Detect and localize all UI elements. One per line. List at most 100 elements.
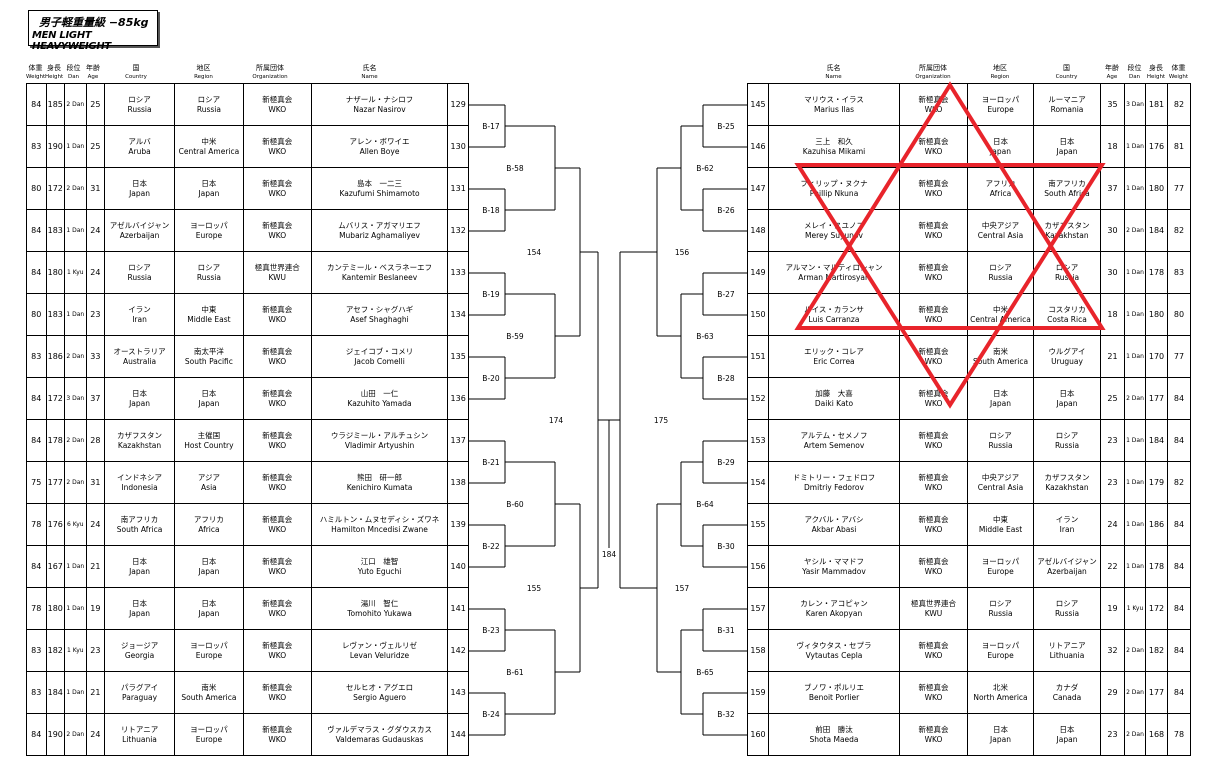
bout-number-cell: 129 <box>447 83 469 126</box>
region-cell-text: Japan <box>198 608 220 618</box>
org-cell-text: WKO <box>268 188 287 198</box>
bout-label: B-62 <box>696 164 714 173</box>
height-cell-text: 180 <box>1148 309 1165 319</box>
age-cell-text: 33 <box>90 351 101 361</box>
country-cell-text: 日本 <box>132 388 148 398</box>
name-cell-text: 前田 勝汰 <box>815 724 853 734</box>
country-cell-text: 日本 <box>132 178 148 188</box>
header-jp: 氏名 <box>362 64 377 72</box>
age-cell-text: 31 <box>90 183 101 193</box>
height-cell-text: 190 <box>47 141 63 151</box>
age-cell-text: 23 <box>90 309 101 319</box>
name-cell-text: Akbar Abasi <box>811 524 857 534</box>
height-cell-text: 182 <box>1148 645 1165 655</box>
country-cell-text: Kazakhstan <box>1045 482 1089 492</box>
region-cell-text: South America <box>181 692 237 702</box>
weight-cell-text: 84 <box>31 729 42 739</box>
country-cell-text: 南アフリカ <box>120 514 159 524</box>
weight-cell-text: 77 <box>1173 351 1185 361</box>
region-cell-text: ヨーロッパ <box>981 640 1020 650</box>
dan-cell-text: 1 Dan <box>66 310 85 318</box>
dan-cell-text: 1 Dan <box>1126 520 1144 528</box>
bout-number-cell-text: 156 <box>750 561 766 571</box>
age-cell-text: 21 <box>1107 351 1118 361</box>
bout-number-cell-text: 129 <box>450 99 466 109</box>
dan-cell: 2 Dan <box>64 167 87 210</box>
header-en: Organization <box>252 74 288 80</box>
weight-cell: 82 <box>1167 209 1191 252</box>
name-cell-text: Kantemir Beslaneev <box>341 272 418 282</box>
country-cell-text: 日本 <box>1059 724 1075 734</box>
title-box: 男子軽重量級 −85kg MEN LIGHT HEAVYWEIGHT <box>28 10 158 52</box>
bout-label: B-59 <box>506 332 524 341</box>
weight-cell-text: 82 <box>1173 99 1185 109</box>
org-cell-text: WKO <box>268 482 287 492</box>
height-cell-text: 186 <box>1148 519 1165 529</box>
dan-cell-text: 2 Dan <box>66 184 85 192</box>
dan-cell-text: 1 Kyu <box>67 646 84 654</box>
dan-cell-text: 2 Dan <box>1126 730 1144 738</box>
bout-number-cell-text: 141 <box>450 603 466 613</box>
weight-cell-text: 84 <box>1173 519 1185 529</box>
weight-cell: 81 <box>1167 125 1191 168</box>
country-cell-text: Australia <box>122 356 157 366</box>
height-cell-text: 167 <box>47 561 63 571</box>
country-cell-text: Paraguay <box>122 692 158 702</box>
height-cell-text: 172 <box>47 393 63 403</box>
country-cell-text: Lithuania <box>122 734 157 744</box>
org-cell-text: WKO <box>924 524 943 534</box>
name-cell-text: Kenichiro Kumata <box>346 482 413 492</box>
bout-number-cell-text: 139 <box>450 519 466 529</box>
height-cell-text: 186 <box>47 351 63 361</box>
region-cell-text: 日本 <box>993 724 1008 734</box>
bout-label: B-58 <box>506 164 524 173</box>
age-cell-text: 24 <box>90 225 101 235</box>
header-jp: 所属団体 <box>919 64 947 72</box>
bout-label: B-61 <box>506 668 524 677</box>
dan-cell-text: 2 Dan <box>66 352 85 360</box>
country-cell-text: ロシア <box>128 94 151 104</box>
header-en: Organization <box>915 74 951 80</box>
bout-number-cell-text: 159 <box>750 687 766 697</box>
name-cell-text: ジェイコブ・コメリ <box>345 346 414 356</box>
height-cell-text: 170 <box>1148 351 1165 361</box>
bout-number-cell-text: 158 <box>750 645 766 655</box>
height-cell-text: 180 <box>47 267 63 277</box>
country-cell-text: アルバ <box>128 136 151 146</box>
header-en: Country <box>1055 74 1078 80</box>
name-cell-text: レヴァン・ヴェルリゼ <box>342 640 418 650</box>
region-cell-text: 中央アジア <box>981 472 1020 482</box>
bout-label: B-65 <box>696 668 714 677</box>
age-cell-text: 25 <box>90 99 101 109</box>
weight-cell: 84 <box>26 713 47 756</box>
country-cell-text: Japan <box>129 188 150 198</box>
height-cell-text: 180 <box>1148 183 1165 193</box>
dan-cell-text: 1 Dan <box>66 562 85 570</box>
bout-label: 184 <box>602 550 617 559</box>
country-cell-text: アゼルバイジャン <box>1037 556 1097 566</box>
country-cell-text: Iran <box>1059 524 1075 534</box>
org-cell-text: WKO <box>268 440 287 450</box>
org-cell-text: 極真世界連合 <box>911 598 956 608</box>
region-cell-text: 中東 <box>993 514 1008 524</box>
country-cell-text: イラン <box>1055 514 1079 524</box>
age-cell-text: 25 <box>1107 393 1118 403</box>
height-cell-text: 178 <box>1148 267 1165 277</box>
